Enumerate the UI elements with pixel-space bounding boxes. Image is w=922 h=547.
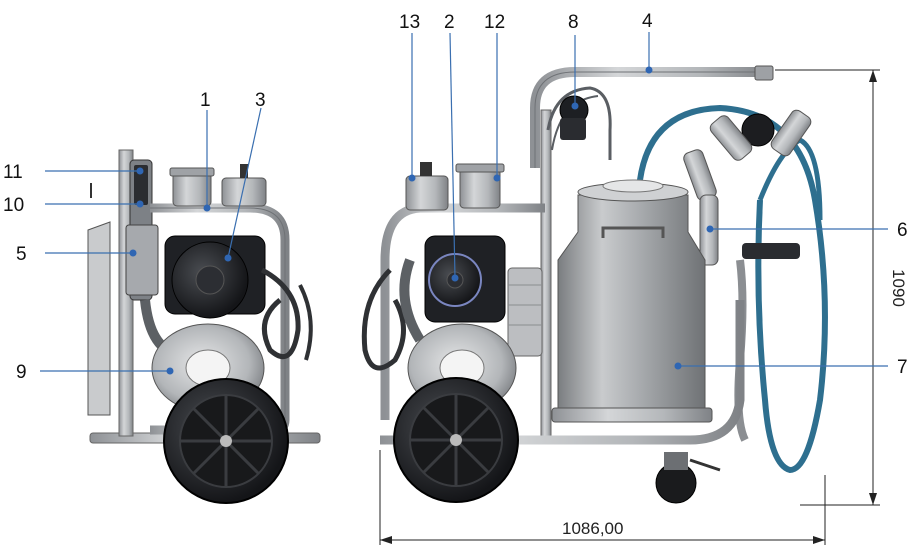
callout-7: 7	[897, 357, 908, 378]
callout-3: 3	[255, 90, 266, 111]
milking-claw	[741, 113, 775, 147]
side-view-machine	[87, 149, 321, 504]
front-hose-coil	[361, 268, 406, 371]
callout-4: 4	[642, 11, 653, 32]
callout-1: 1	[200, 90, 211, 111]
side-panel	[87, 221, 111, 416]
dimension-lines	[379, 69, 880, 545]
height-dimension: 1090	[889, 269, 908, 307]
callout-2: 2	[444, 12, 455, 33]
callout-9: 9	[16, 362, 27, 383]
vacuum-cylinder-1	[172, 171, 212, 207]
callout-5: 5	[16, 244, 27, 265]
callout-11: 11	[3, 162, 23, 183]
leader-dots	[129, 66, 714, 375]
callout-12: 12	[484, 12, 505, 33]
oil-filter	[507, 267, 543, 357]
blue-milk-hose	[637, 104, 828, 474]
vacuum-cylinder-12	[459, 167, 501, 209]
width-dimension: 1086,00	[562, 519, 623, 538]
front-base-rail	[380, 300, 745, 445]
callout-10: 10	[3, 195, 24, 216]
leader-lines	[40, 32, 888, 372]
vacuum-cylinder-2	[221, 177, 267, 207]
callout-8: 8	[568, 12, 579, 33]
callout-13: 13	[399, 12, 420, 33]
side-hose-coil	[260, 267, 301, 360]
front-view-machine	[361, 65, 828, 504]
callout-6: 6	[897, 220, 908, 241]
